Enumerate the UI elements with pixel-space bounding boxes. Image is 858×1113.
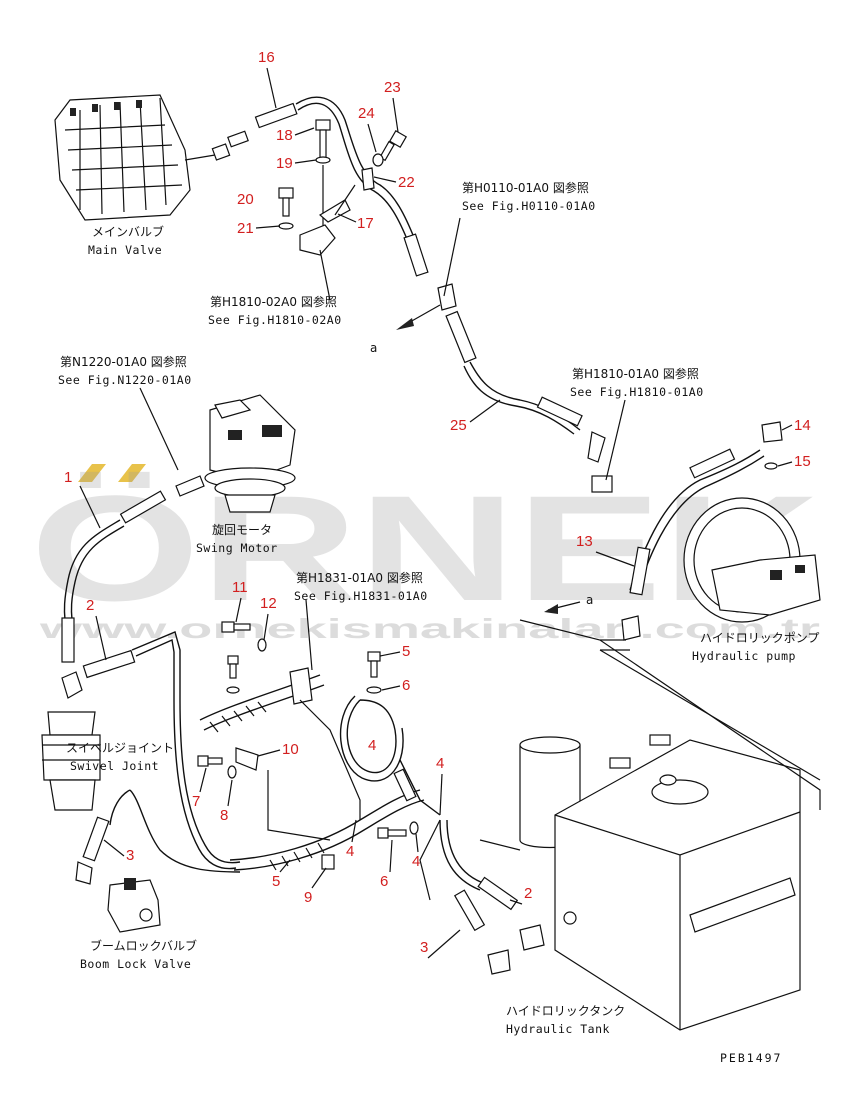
callout-number: 3 [126, 847, 134, 864]
section-mark-a: a [586, 593, 593, 607]
bolt-23-washer-24 [372, 129, 408, 167]
swing-motor-drawing [175, 394, 296, 513]
callout-number: 12 [260, 595, 277, 612]
main-valve-label-jp: メインバルブ [92, 224, 164, 239]
callout-number: 19 [276, 155, 293, 172]
hydraulic-pump-drawing [600, 421, 821, 651]
hose-16 [254, 96, 416, 245]
boom-lock-label-jp: ブームロックバルブ [90, 938, 197, 953]
callout-number: 4 [412, 853, 420, 870]
ref-h1831-en: See Fig.H1831-01A0 [294, 589, 428, 603]
callout-number: 11 [232, 579, 248, 596]
callout-numbers: 16 23 24 18 19 22 20 21 17 25 14 15 13 1… [64, 49, 811, 959]
callout-number: 5 [402, 643, 410, 660]
main-valve-label-en: Main Valve [88, 243, 162, 257]
swivel-joint-label-jp: スイベルジョイント [66, 741, 174, 755]
hydraulic-tank-label-jp: ハイドロリックタンク [506, 1004, 625, 1018]
boom-lock-label-en: Boom Lock Valve [80, 957, 191, 971]
section-mark-a: a [370, 341, 377, 355]
reference-leaders [139, 217, 626, 671]
hydraulic-pump-label-jp: ハイドロリックポンプ [700, 631, 819, 645]
tank-hoses [419, 819, 545, 975]
swing-motor-label-jp: 旋回モータ [212, 523, 272, 537]
ref-h1810-02-jp: 第H1810-02A0 図参照 [210, 294, 337, 309]
ref-h1810-01-jp: 第H1810-01A0 図参照 [572, 366, 699, 381]
swivel-joint-label-en: Swivel Joint [70, 759, 159, 773]
callout-number: 7 [192, 793, 200, 810]
hydraulic-tank-drawing [519, 619, 821, 1031]
callout-number: 2 [524, 885, 532, 902]
ref-h0110-en: See Fig.H0110-01A0 [462, 199, 596, 213]
callout-number: 23 [384, 79, 401, 96]
callout-number: 10 [282, 741, 299, 758]
swing-motor-label-en: Swing Motor [196, 541, 278, 555]
callout-number: 25 [450, 417, 467, 434]
callout-number: 3 [420, 939, 428, 956]
watermark-url: www.ornekismakinalari.com.tr [38, 613, 820, 644]
callout-number: 22 [398, 174, 415, 191]
ref-h1810-01-en: See Fig.H1810-01A0 [570, 385, 704, 399]
callout-number: 6 [402, 677, 410, 694]
main-valve-drawing [54, 94, 249, 221]
callout-number: 6 [380, 873, 388, 890]
ref-n1220-en: See Fig.N1220-01A0 [58, 373, 192, 387]
hose-25 [403, 233, 613, 493]
small-hardware [197, 621, 419, 870]
callout-number: 8 [220, 807, 228, 824]
hydraulic-tank-label-en: Hydraulic Tank [506, 1022, 610, 1036]
ref-n1220-jp: 第N1220-01A0 図参照 [60, 354, 187, 369]
callout-number: 21 [237, 220, 254, 237]
callout-number: 1 [64, 469, 72, 486]
swivel-joint-drawing [41, 671, 101, 811]
callout-number: 9 [304, 889, 312, 906]
drawing-code: PEB1497 [720, 1051, 782, 1065]
callout-number: 2 [86, 597, 94, 614]
hose-3-left [75, 789, 241, 885]
callout-number: 14 [794, 417, 811, 434]
callout-number: 15 [794, 453, 811, 470]
callout-number: 4 [436, 755, 444, 772]
callout-number: 5 [272, 873, 280, 890]
hose-1 [61, 490, 167, 663]
hose-2-upper [82, 631, 241, 870]
ref-h1810-02-en: See Fig.H1810-02A0 [208, 313, 342, 327]
callout-number: 4 [346, 843, 354, 860]
callout-number: 17 [357, 215, 374, 232]
hydraulic-pump-label-en: Hydraulic pump [692, 649, 796, 663]
watermark-accent-mark [78, 464, 106, 482]
ref-h1831-jp: 第H1831-01A0 図参照 [296, 570, 423, 585]
callout-number: 4 [368, 737, 376, 754]
boom-lock-valve-drawing [107, 878, 161, 933]
callout-number: 20 [237, 191, 254, 208]
ref-h0110-jp: 第H0110-01A0 図参照 [462, 180, 589, 195]
center-hose-assembly [199, 667, 441, 871]
bracket-17-assembly [278, 119, 375, 256]
callout-number: 18 [276, 127, 293, 144]
callout-number: 24 [358, 105, 375, 122]
callout-number: 16 [258, 49, 275, 66]
callout-number: 13 [576, 533, 593, 550]
watermark-accent-mark [118, 464, 146, 482]
